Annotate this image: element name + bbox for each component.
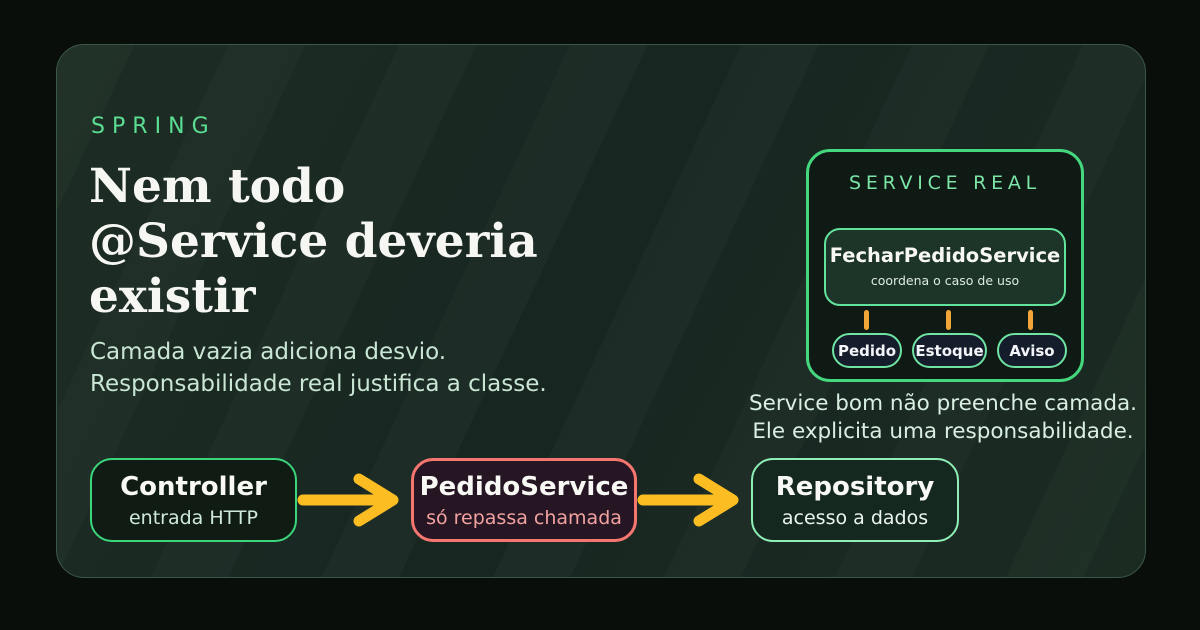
- flow-node-pedidoservice: PedidoService só repassa chamada: [411, 458, 637, 542]
- dependency-chip-pedido: Pedido: [832, 333, 902, 368]
- flow-node-title: PedidoService: [419, 471, 629, 502]
- page-title-line-1: Nem todo: [89, 159, 346, 214]
- service-panel-caption-line-2: Ele explicita uma responsabilidade.: [752, 419, 1134, 444]
- flow-node-title: Repository: [775, 471, 935, 502]
- flow-arrow-icon: [297, 473, 399, 527]
- flow-node-controller: Controller entrada HTTP: [90, 458, 297, 542]
- flow-node-title: Controller: [120, 471, 267, 502]
- page-subtitle-line-1: Camada vazia adiciona desvio.: [90, 339, 447, 365]
- connector-line-pedido: [864, 310, 869, 330]
- service-panel-caption: Service bom não preenche camada. Ele exp…: [717, 390, 1169, 446]
- dependency-chip-label: Estoque: [915, 341, 984, 360]
- page-subtitle: Camada vazia adiciona desvio. Responsabi…: [90, 336, 547, 400]
- service-real-panel: SERVICE REAL FecharPedidoService coorden…: [806, 149, 1084, 382]
- page-title-line-3: existir: [89, 269, 256, 324]
- page-title: Nem todo @Service deveria existir: [89, 159, 538, 324]
- service-panel-caption-line-1: Service bom não preenche camada.: [748, 391, 1138, 416]
- page-subtitle-line-2: Responsabilidade real justifica a classe…: [90, 371, 547, 397]
- main-card: SPRING Nem todo @Service deveria existir…: [56, 44, 1146, 578]
- service-box-description: coordena o caso de uso: [870, 273, 1020, 288]
- flow-arrow-icon: [637, 473, 739, 527]
- service-box-fecharpedidoservice: FecharPedidoService coordena o caso de u…: [824, 228, 1066, 306]
- flow-node-repository: Repository acesso a dados: [751, 458, 959, 542]
- dependency-chip-aviso: Aviso: [997, 333, 1067, 368]
- service-real-heading: SERVICE REAL: [849, 172, 1041, 194]
- dependency-chip-label: Pedido: [837, 341, 897, 360]
- service-box-name: FecharPedidoService: [829, 244, 1061, 267]
- brand-kicker: SPRING: [91, 114, 216, 139]
- flow-node-subtitle: entrada HTTP: [128, 506, 258, 529]
- flow-node-subtitle: acesso a dados: [781, 506, 929, 529]
- dependency-chip-label: Aviso: [1009, 341, 1055, 360]
- flow-diagram: Controller entrada HTTP PedidoService só…: [57, 456, 1145, 546]
- page-title-line-2: @Service deveria: [89, 214, 538, 269]
- dependency-chip-estoque: Estoque: [912, 333, 987, 368]
- connector-line-estoque: [946, 310, 951, 330]
- flow-node-subtitle: só repassa chamada: [426, 506, 622, 529]
- connector-line-aviso: [1028, 310, 1033, 330]
